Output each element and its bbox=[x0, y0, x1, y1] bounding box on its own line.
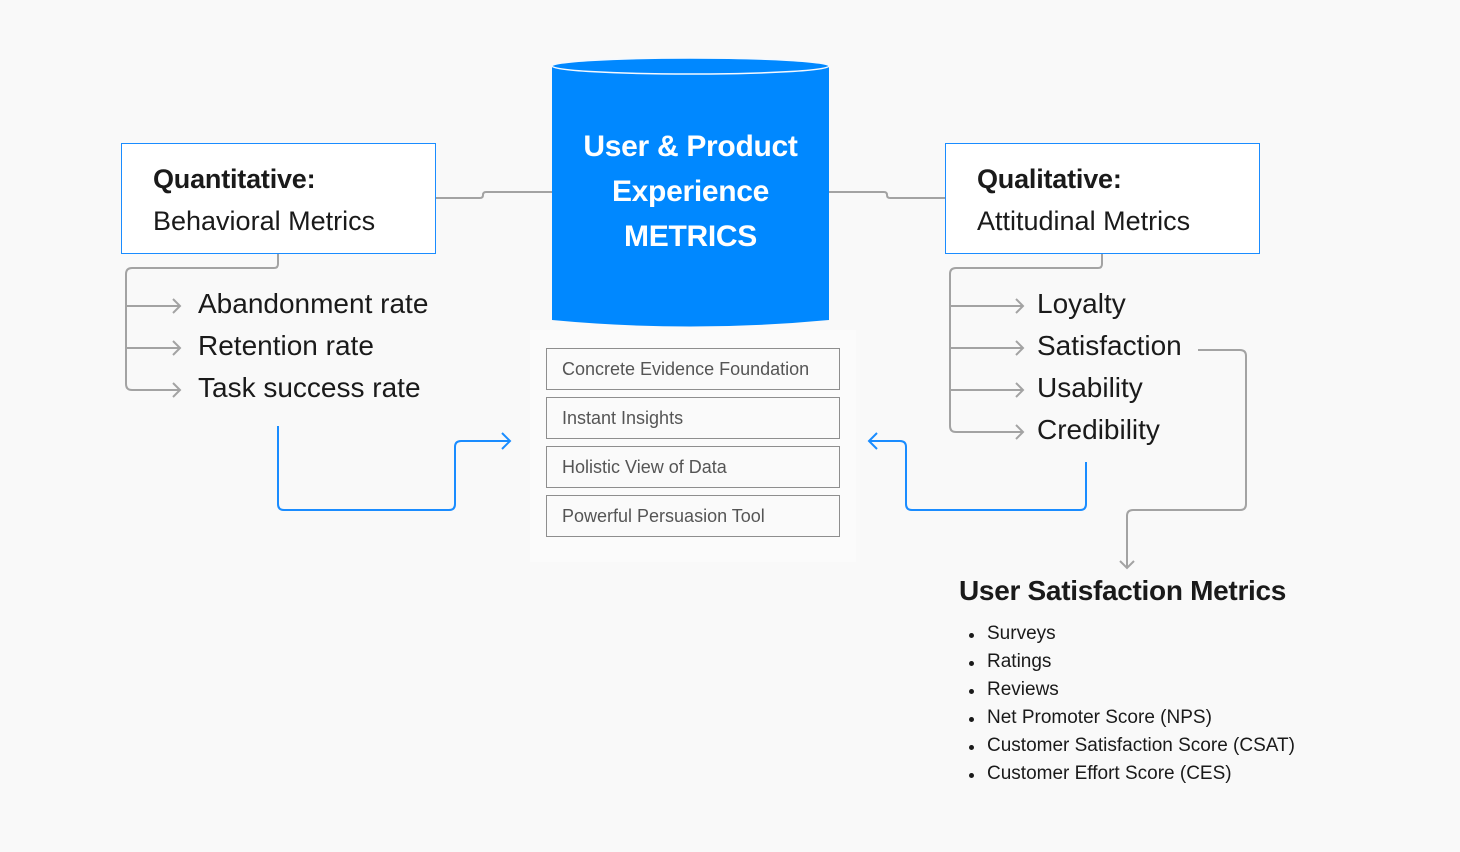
arrow-quant-2 bbox=[172, 340, 182, 356]
bracket-quant-items bbox=[125, 254, 279, 391]
blue-arrow-qual-to-benefits bbox=[869, 440, 1087, 511]
qualitative-box: Qualitative: Attitudinal Metrics bbox=[945, 143, 1260, 254]
quantitative-title: Quantitative: bbox=[153, 164, 316, 194]
arrow-qual-4 bbox=[1015, 424, 1025, 440]
arrow-qual-1 bbox=[1015, 298, 1025, 314]
arrow-quant-1 bbox=[172, 298, 182, 314]
benefit-holistic-view: Holistic View of Data bbox=[546, 446, 840, 488]
qual-item-satisfaction: Satisfaction bbox=[1037, 330, 1182, 361]
connector-center-to-qual bbox=[829, 191, 945, 199]
benefit-persuasion-tool: Powerful Persuasion Tool bbox=[546, 495, 840, 537]
list-item: Customer Satisfaction Score (CSAT) bbox=[965, 732, 1295, 760]
arrow-down-usm bbox=[1119, 560, 1135, 570]
qualitative-subtitle: Attitudinal Metrics bbox=[977, 206, 1191, 236]
user-satisfaction-title: User Satisfaction Metrics bbox=[959, 575, 1287, 606]
arrow-qual-3 bbox=[1015, 382, 1025, 398]
qual-item-loyalty: Loyalty bbox=[1037, 288, 1126, 319]
qualitative-title: Qualitative: bbox=[977, 164, 1122, 194]
list-item: Reviews bbox=[965, 676, 1295, 704]
quant-item-task-success: Task success rate bbox=[198, 372, 421, 403]
quant-item-abandonment: Abandonment rate bbox=[198, 288, 429, 319]
center-title-line-2: Experience bbox=[611, 175, 770, 208]
quantitative-box: Quantitative: Behavioral Metrics bbox=[121, 143, 436, 254]
arrow-quant-3 bbox=[172, 382, 182, 398]
center-title-line-1: User & Product bbox=[583, 130, 798, 163]
list-item: Net Promoter Score (NPS) bbox=[965, 704, 1295, 732]
quantitative-subtitle: Behavioral Metrics bbox=[153, 206, 376, 236]
blue-arrow-quant-to-benefits bbox=[277, 426, 510, 511]
connector-quant-to-center bbox=[436, 191, 552, 199]
qual-item-usability: Usability bbox=[1037, 372, 1143, 403]
list-item: Surveys bbox=[965, 620, 1295, 648]
list-item: Customer Effort Score (CES) bbox=[965, 760, 1295, 788]
arrow-qual-2 bbox=[1015, 340, 1025, 356]
benefit-instant-insights: Instant Insights bbox=[546, 397, 840, 439]
qual-item-credibility: Credibility bbox=[1037, 414, 1160, 445]
user-satisfaction-list: Surveys Ratings Reviews Net Promoter Sco… bbox=[965, 620, 1295, 788]
connector-satisfaction-to-usm bbox=[1126, 349, 1247, 568]
benefit-concrete-evidence: Concrete Evidence Foundation bbox=[546, 348, 840, 390]
center-title-line-3: METRICS bbox=[624, 220, 757, 253]
list-item: Ratings bbox=[965, 648, 1295, 676]
quant-item-retention: Retention rate bbox=[198, 330, 374, 361]
